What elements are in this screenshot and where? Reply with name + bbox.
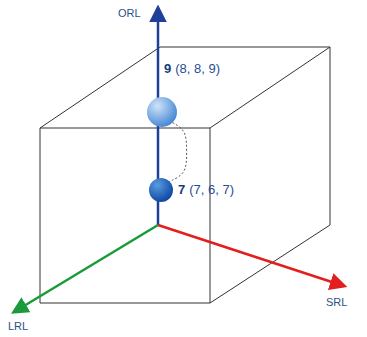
sphere-shape	[147, 97, 177, 127]
point-number: 7	[178, 182, 185, 197]
sphere-fill	[147, 97, 177, 127]
axis-label: ORL	[118, 7, 141, 20]
dotted-arc	[169, 123, 186, 182]
srl-axis	[158, 225, 344, 286]
point-coordinates: (7, 6, 7)	[189, 182, 234, 197]
lrl-axis	[14, 225, 158, 312]
axis-label: SRL	[326, 296, 347, 309]
axis-label: LRL	[8, 320, 28, 333]
sphere-shape	[149, 178, 173, 202]
point-label: 9 (8, 8, 9)	[164, 61, 220, 77]
sphere-fill	[149, 178, 173, 202]
point-label: 7 (7, 6, 7)	[178, 182, 234, 198]
point-number: 9	[164, 61, 171, 76]
point-coordinates: (8, 8, 9)	[175, 61, 220, 76]
sphere-marker: 7(7, 6, 7)	[149, 178, 173, 202]
cube-outline	[40, 47, 330, 303]
sphere-marker: 9(8, 8, 9)	[147, 97, 177, 127]
